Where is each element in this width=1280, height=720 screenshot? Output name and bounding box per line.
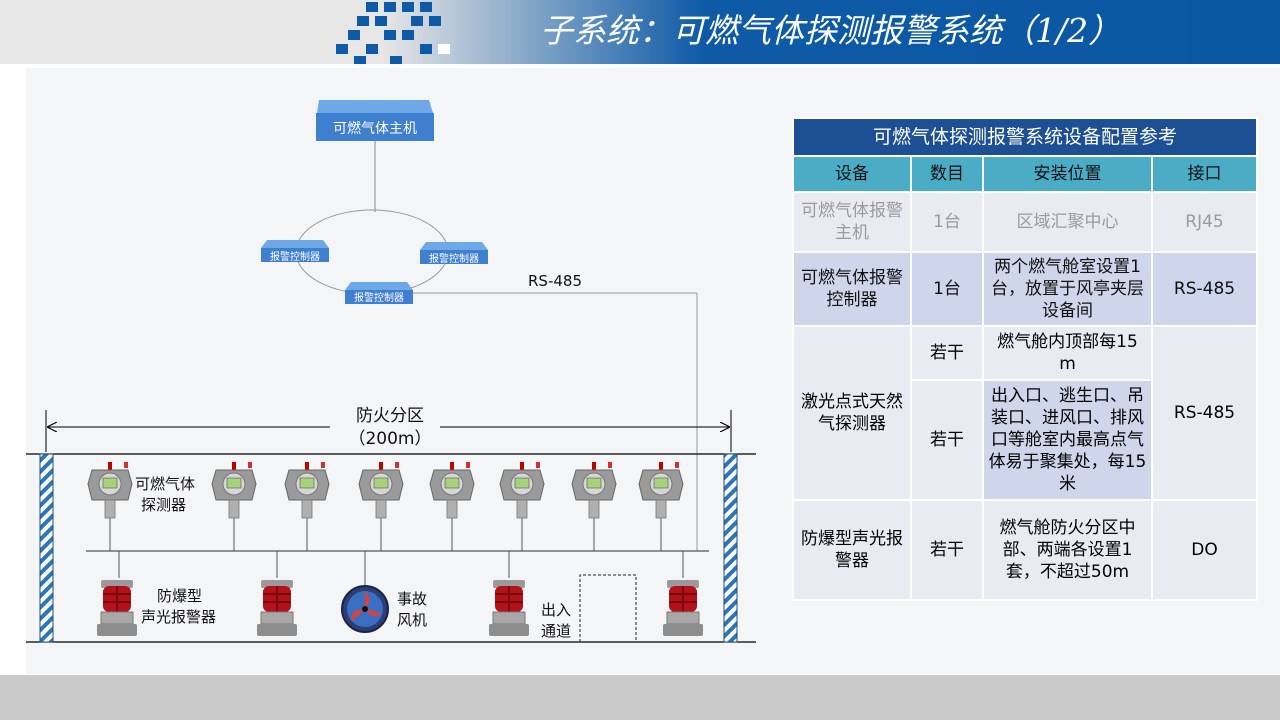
alarm-label-line2: 声光报警器 xyxy=(141,608,216,626)
detector-label-line1: 可燃气体 xyxy=(135,475,195,493)
explosion-proof-alarm xyxy=(256,579,298,637)
cell-count: 若干 xyxy=(910,499,984,601)
firewall-right xyxy=(723,453,738,643)
exit-label-line2: 通道 xyxy=(541,622,571,640)
explosion-proof-alarm xyxy=(488,579,530,637)
header-location: 安装位置 xyxy=(982,155,1153,193)
cell-interface: RS-485 xyxy=(1150,325,1259,501)
table-row: 若干 出入口、逃生口、吊装口、进风口、排风口等舱室内最高点气体易于聚集处，每15… xyxy=(793,379,1257,501)
cell-location: 两个燃气舱室设置1台，放置于风亭夹层设备间 xyxy=(982,251,1153,327)
header-interface: 接口 xyxy=(1150,155,1259,193)
gas-detector xyxy=(429,461,475,551)
cell-location: 燃气舱防火分区中部、两端各设置1套，不超过50m xyxy=(982,499,1153,601)
footer-bar xyxy=(0,675,1280,720)
cell-location: 燃气舱内顶部每15 m xyxy=(982,325,1153,381)
cell-count: 若干 xyxy=(910,379,984,501)
gas-detector xyxy=(571,461,617,551)
cell-count: 1台 xyxy=(910,251,984,327)
exit-doorway xyxy=(579,574,637,642)
controller-left-label: 报警控制器 xyxy=(270,250,320,263)
cell-interface: RS-485 xyxy=(1150,251,1259,327)
zone-length: （200m） xyxy=(348,429,431,449)
cell-count: 若干 xyxy=(910,325,984,381)
detector-label-line2: 探测器 xyxy=(141,496,186,514)
cell-device: 防爆型声光报警器 xyxy=(792,499,912,601)
host-roof xyxy=(317,100,433,113)
page-title: 子系统：可燃气体探测报警系统（1/2） xyxy=(540,11,1122,50)
gas-detector xyxy=(211,461,257,551)
gas-detector xyxy=(358,461,404,551)
header-count: 数目 xyxy=(910,155,984,193)
table-row: 可燃气体报警控制器 1台 两个燃气舱室设置1台，放置于风亭夹层设备间 RS-48… xyxy=(792,251,1259,327)
rs485-label: RS-485 xyxy=(528,272,582,290)
pixel-pattern-decoration xyxy=(336,2,450,64)
explosion-proof-alarm xyxy=(662,579,704,637)
cell-device: 激光点式天然气探测器 xyxy=(792,325,912,501)
system-diagram: 可燃气体主机 报警控制器 报警控制器 报警控制器 RS-485 防火分区 （20… xyxy=(26,100,756,643)
table-row: 可燃气体报警主机 1台 区域汇聚中心 RJ45 xyxy=(792,191,1259,253)
cell-location: 出入口、逃生口、吊装口、进风口、排风口等舱室内最高点气体易于聚集处，每15米 xyxy=(982,379,1153,501)
header-bar: 子系统：可燃气体探测报警系统（1/2） xyxy=(0,0,1280,64)
cell-device: 可燃气体报警主机 xyxy=(792,191,912,253)
controller-right-label: 报警控制器 xyxy=(429,252,479,265)
table-row: 防爆型声光报警器 若干 燃气舱防火分区中部、两端各设置1套，不超过50m DO xyxy=(792,499,1259,601)
host-box xyxy=(316,113,434,141)
explosion-proof-alarm xyxy=(96,579,138,637)
gas-detector xyxy=(87,461,133,551)
gas-detector xyxy=(638,461,684,551)
table-title: 可燃气体探测报警系统设备配置参考 xyxy=(791,117,1259,157)
cell-interface: RJ45 xyxy=(1150,191,1259,253)
fan-label-line2: 风机 xyxy=(397,611,427,629)
cell-interface: DO xyxy=(1150,499,1259,601)
table-row: 激光点式天然气探测器 若干 燃气舱内顶部每15 m RS-485 xyxy=(792,325,1259,501)
header-device: 设备 xyxy=(792,155,912,193)
cell-count: 1台 xyxy=(910,191,984,253)
gas-detector xyxy=(499,461,545,551)
controller-bottom-label: 报警控制器 xyxy=(354,291,404,304)
cell-device: 可燃气体报警控制器 xyxy=(792,251,912,327)
alarm-label-line1: 防爆型 xyxy=(157,587,202,605)
firewall-left xyxy=(39,453,54,643)
exit-label-line1: 出入 xyxy=(541,601,571,619)
table-header-row: 设备 数目 安装位置 接口 xyxy=(792,155,1259,193)
zone-label: 防火分区 xyxy=(356,406,424,426)
host-label: 可燃气体主机 xyxy=(333,120,417,137)
config-table: 可燃气体探测报警系统设备配置参考 设备 数目 安装位置 接口 可燃气体报警主机 … xyxy=(791,117,1259,601)
gas-detector xyxy=(284,461,330,551)
fan-label-line1: 事故 xyxy=(397,590,427,608)
exhaust-fan xyxy=(341,585,389,633)
cell-location: 区域汇聚中心 xyxy=(982,191,1153,253)
